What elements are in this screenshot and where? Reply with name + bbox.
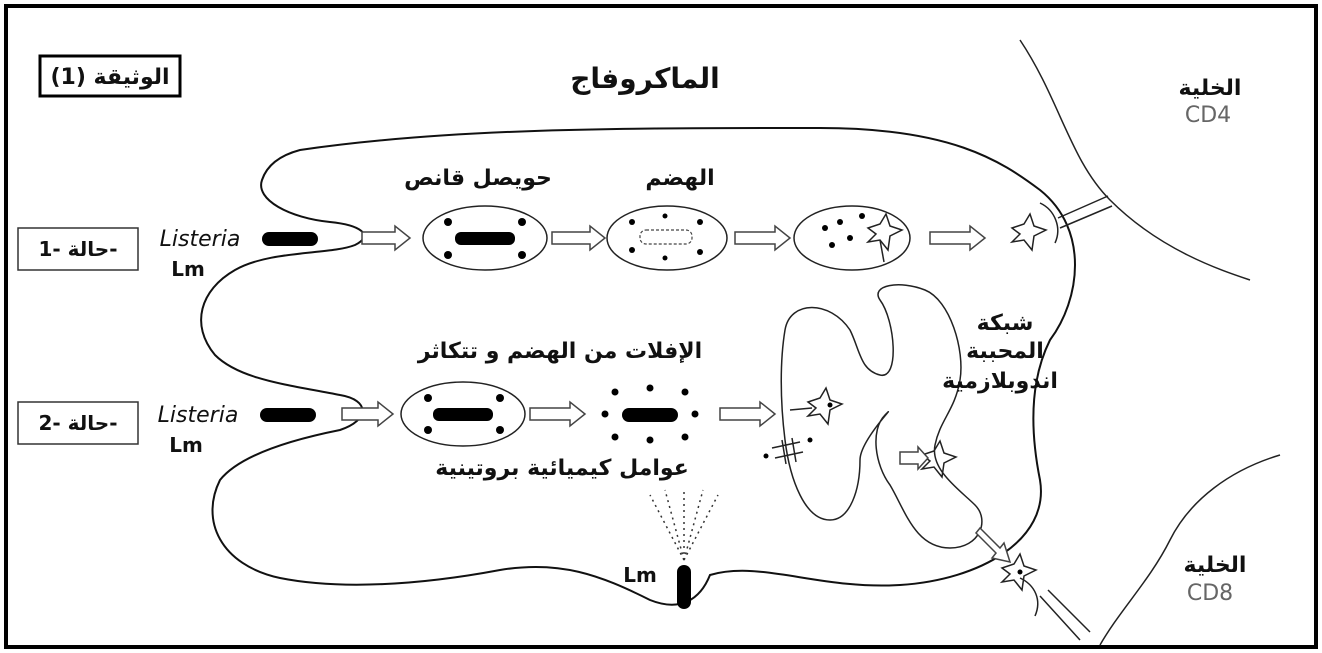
cd4-receptor-stalk-2 [1059,205,1113,229]
case1-mhc2-stalk [879,239,885,263]
case1-bacterium-name: Listeria [160,227,241,252]
case2-arrow-3 [719,400,777,428]
case2-label-box [17,401,139,445]
case2-listeria [260,408,316,422]
case1-vesicle-dot [518,251,526,259]
case2-vesicle-dot [496,394,504,402]
er-label-line3: اندوبلازمية [942,369,1058,394]
case2-vesicle-dot [424,426,432,434]
rough-er [780,284,983,549]
case1-vesicle-dot [518,218,526,226]
case2-arrow-2 [529,400,587,428]
case1-mhc2-molecule [865,212,904,252]
case2-escape-dot [611,388,619,396]
case1-vesicle-dot [444,218,452,226]
case2-escape-dot [611,433,619,441]
er-mhc1-stalk [789,407,813,411]
cd8-receptor-stalk [1039,595,1081,641]
case1-digestion-dot [662,255,668,261]
outer-frame [4,4,1318,649]
case1-arrow-4 [929,224,987,252]
case1-surface-mhc2 [1009,212,1048,252]
case1-peptide-dot [822,225,828,231]
case1-digestion-vesicle [606,205,728,271]
cd4-receptor-stalk [1057,195,1109,219]
er-label-line1: شبكة [977,311,1034,336]
case1-digestion-label: الهضم [645,166,714,191]
case2-label: حالة -2- [38,411,117,435]
case2-bacterium-name: Listeria [158,403,239,428]
cd4-cell-membrane [1019,39,1251,281]
er-mhc1-molecule [805,386,844,426]
er-transporter-dot [807,437,813,443]
case1-arrow-3 [734,224,792,252]
case2-escape-dot [646,384,654,392]
document-label: الوثيقة (1) [50,65,169,90]
surface-mhc1-molecule [999,552,1038,592]
er-label-line2: المحببة [966,339,1044,364]
cd4-receptor [1039,202,1059,244]
cd4-cell-label: الخلية [1179,76,1242,101]
case2-bacterium-abbr: Lm [169,433,203,457]
case1-peptide-dot [847,235,853,241]
macrophage-membrane [200,126,1076,606]
er-arrow [899,445,930,471]
case2-escape-dot [681,388,689,396]
cd8-cell-membrane [1099,454,1281,646]
cd8-receptor-stalk-2 [1047,589,1091,633]
case1-label-box [17,227,139,271]
case1-label: حالة -1- [38,237,117,261]
case1-bacterium-abbr: Lm [171,257,205,281]
document-label-box [38,54,182,98]
case1-digestion-dot [629,219,635,225]
case1-peptide-dot [837,219,843,225]
case2-escape-dot [646,436,654,444]
case1-vesicle-dot [444,251,452,259]
er-transporter [771,437,804,465]
case1-arrow-2 [551,224,607,252]
case2-factors-label: عوامل كيميائية بروتينية [435,456,688,481]
secreting-lm-label: Lm [623,563,657,587]
case1-arrow-1 [361,224,412,252]
case2-arrow-1 [341,400,395,428]
case1-vesicle-label: حويصل قانص [404,166,552,191]
case1-phagocytic-vesicle [422,205,548,271]
case2-phagocytic-vesicle [400,381,526,447]
er-mhc1-molecule-2 [919,439,958,479]
case2-escape-dot [601,410,609,418]
case1-digested-bacterium [639,229,693,245]
case2-escape-label: الإفلات من الهضم و تتكاثر [417,339,702,364]
secreting-listeria [677,565,691,609]
case1-digestion-dot [662,213,668,219]
er-transporter-dot [763,453,769,459]
case2-vesicle-dot [424,394,432,402]
case1-presentation-vesicle [793,205,911,271]
secretion-spray [649,488,719,561]
macrophage-title: الماكروفاج [570,62,720,96]
case1-listeria [262,232,318,246]
case1-digestion-dot [629,247,635,253]
case2-escape-dot [681,433,689,441]
cd8-cell-marker: CD8 [1187,581,1233,606]
case1-digestion-dot [697,219,703,225]
case1-digestion-dot [697,249,703,255]
cd8-cell-label: الخلية [1184,553,1247,578]
case2-vesicle-bacterium [433,408,493,421]
case1-peptide-dot [859,213,865,219]
case2-escape-dot [691,410,699,418]
cd4-cell-marker: CD4 [1185,103,1231,128]
surface-peptide-dot [1017,569,1023,575]
case1-vesicle-bacterium [455,232,515,245]
case1-peptide-dot [829,242,835,248]
er-to-surface-arrow [974,526,1012,564]
case2-vesicle-dot [496,426,504,434]
er-peptide-dot [827,402,833,408]
case2-escaped-bacterium [622,408,678,422]
